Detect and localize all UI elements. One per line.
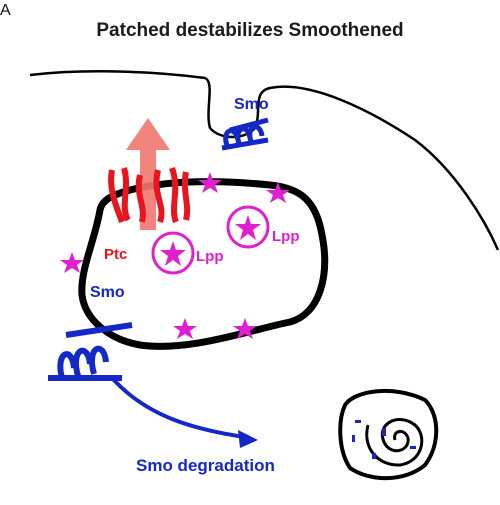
label-lpp-left: Lpp	[196, 248, 224, 265]
smo-fragment	[372, 453, 376, 459]
smo-fragments	[352, 420, 416, 459]
label-smo-top: Smo	[234, 96, 269, 113]
ptc-arrow	[126, 118, 170, 230]
smo-top-receptor	[221, 117, 269, 151]
smo-fragment	[410, 446, 416, 449]
label-smo-degradation: Smo degradation	[136, 456, 275, 475]
degradation-arrow	[110, 376, 251, 440]
lpp-star-left	[160, 241, 186, 266]
smo-fragment	[355, 420, 361, 423]
lysosome-outline	[338, 388, 439, 481]
label-lpp-right: Lpp	[272, 228, 300, 245]
endosome-membrane	[78, 178, 329, 350]
lysosome-spiral	[365, 418, 424, 467]
figure-title: Patched destabilizes Smoothened	[96, 20, 404, 41]
smo-fragment	[352, 435, 355, 442]
lpp-star	[60, 252, 84, 273]
degradation-arrowhead	[238, 430, 258, 448]
ptc-protein	[108, 166, 191, 224]
membrane-lpp-stars	[60, 172, 290, 339]
smo-bottom-receptor	[48, 322, 133, 381]
lpp-star	[266, 182, 290, 203]
smo-fragment	[382, 428, 386, 436]
lpp-star	[233, 318, 257, 339]
lpp-vesicle-left	[151, 231, 195, 275]
lpp-star	[198, 172, 222, 193]
lpp-star-right	[235, 215, 261, 240]
panel-letter: A	[0, 2, 11, 19]
label-smo-bottom: Smo	[90, 284, 125, 301]
label-ptc: Ptc	[104, 246, 128, 263]
lpp-star	[173, 318, 197, 339]
lpp-vesicle-right	[226, 205, 270, 249]
